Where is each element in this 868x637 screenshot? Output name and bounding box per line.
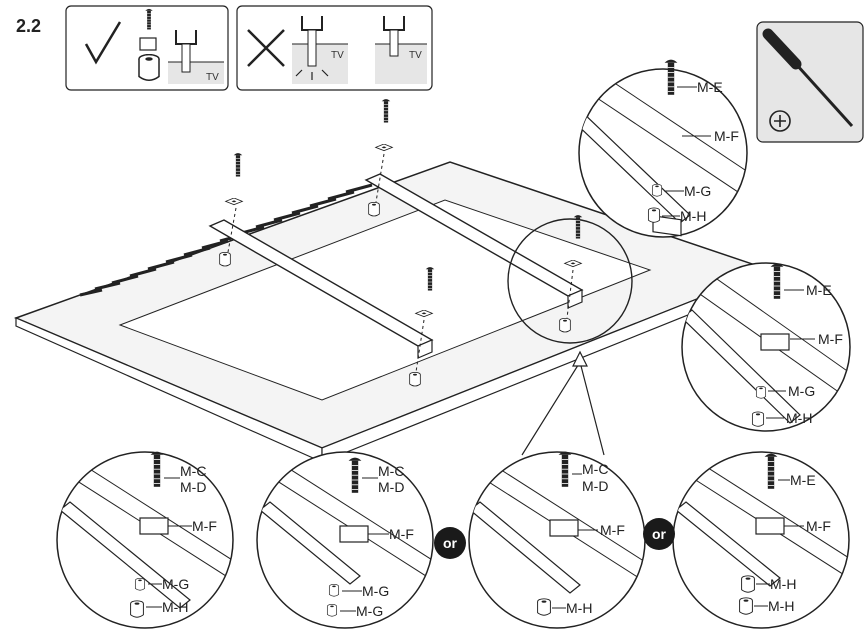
label-mh: M-H <box>770 576 796 592</box>
label-md: M-D <box>582 478 608 494</box>
label-mf: M-F <box>714 128 739 144</box>
label-md: M-D <box>180 479 206 495</box>
label-md: M-D <box>378 479 404 495</box>
label-mc: M-C <box>180 463 206 479</box>
screw-top-left <box>233 152 243 177</box>
label-mg: M-G <box>356 603 383 619</box>
spacer-top-left <box>219 252 231 267</box>
label-me: M-E <box>806 282 832 298</box>
label-mf: M-F <box>192 518 217 534</box>
label-mf: M-F <box>806 518 831 534</box>
label-mg: M-G <box>162 576 189 592</box>
or-badge-1: or <box>434 527 466 559</box>
or-label-2: or <box>652 526 667 542</box>
label-mg: M-G <box>362 583 389 599</box>
spacer-top-right <box>368 202 380 217</box>
label-me: M-E <box>790 472 816 488</box>
zoom-circle <box>507 214 633 456</box>
label-mf: M-F <box>389 526 414 542</box>
label-mc: M-C <box>582 461 608 477</box>
label-mc: M-C <box>378 463 404 479</box>
screw-top-right <box>381 98 391 123</box>
tv-label-correct: TV <box>206 72 219 83</box>
tv-label-incorrect-2: TV <box>409 50 422 61</box>
label-mf: M-F <box>818 331 843 347</box>
detail-circle-3: M-C M-D M-F M-G M-H <box>56 451 234 629</box>
detail-circle-5: M-C M-D M-F M-H <box>468 451 646 629</box>
detail-circle-4: M-C M-D M-F M-G M-G <box>256 451 434 629</box>
detail-circle-1: M-E M-F M-G M-H <box>578 59 748 238</box>
detail-circle-6: M-E M-F M-H M-H <box>672 451 850 629</box>
label-mh: M-H <box>680 208 706 224</box>
bracket-right <box>364 173 584 309</box>
plate-top-right <box>375 144 393 152</box>
tv-back <box>13 161 773 463</box>
label-mg: M-G <box>788 383 815 399</box>
label-me: M-E <box>697 79 723 95</box>
tv-label-incorrect-1: TV <box>331 50 344 61</box>
phillips-icon <box>769 110 791 132</box>
cross-icon <box>247 29 285 67</box>
or-label-1: or <box>443 535 458 551</box>
or-badge-2: or <box>643 518 675 550</box>
label-mh: M-H <box>768 598 794 614</box>
label-mh: M-H <box>162 599 188 615</box>
bracket-left <box>208 219 434 359</box>
label-mg: M-G <box>684 183 711 199</box>
label-mh: M-H <box>566 600 592 616</box>
label-mf: M-F <box>600 522 625 538</box>
step-number: 2.2 <box>16 16 41 36</box>
legend-correct-panel: TV <box>65 5 229 91</box>
detail-circle-2: M-E M-F M-G M-H <box>681 262 851 432</box>
legend-incorrect-panel: TV TV <box>236 5 433 91</box>
spacer-bottom-left <box>409 372 421 387</box>
check-icon <box>84 21 122 65</box>
plate-top-left <box>225 198 243 206</box>
tool-panel <box>756 21 864 143</box>
screwdriver-icon <box>762 28 802 70</box>
label-mh: M-H <box>786 410 812 426</box>
